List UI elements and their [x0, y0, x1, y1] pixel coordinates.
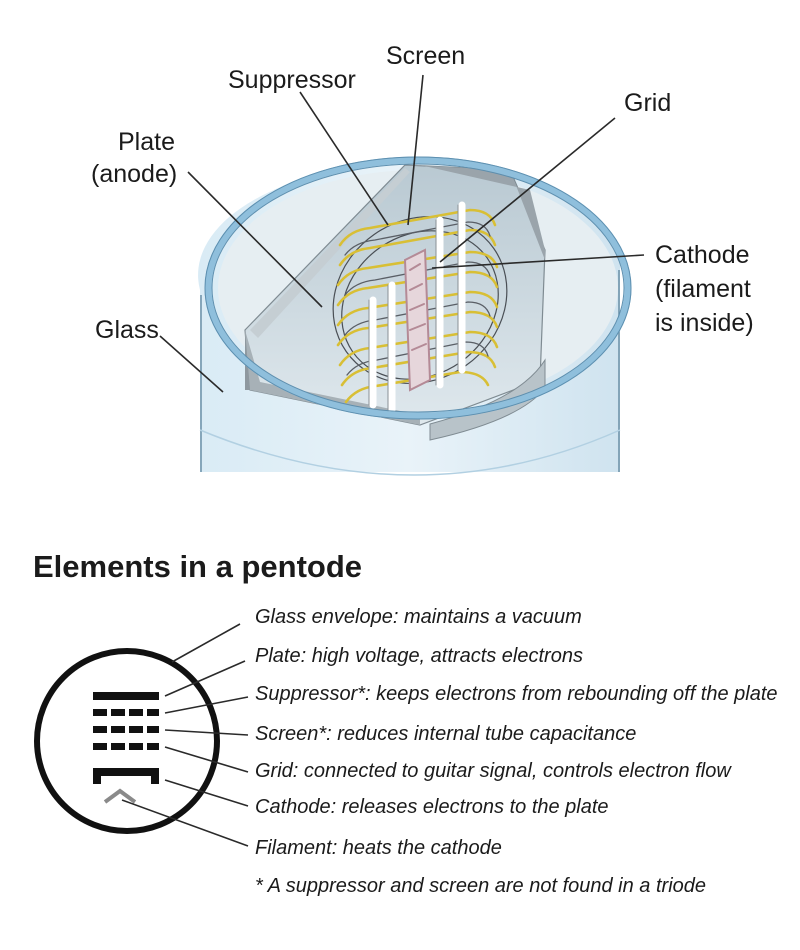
desc-screen: Screen*: reduces internal tube capacitan…: [255, 723, 636, 745]
desc-filament: Filament: heats the cathode: [255, 837, 502, 859]
label-plate-line1: Plate: [118, 128, 175, 156]
filament-chevron: [103, 788, 137, 804]
screen-dashes: [93, 726, 159, 733]
label-cathode-line2: (filament: [655, 275, 751, 303]
desc-grid: Grid: connected to guitar signal, contro…: [255, 760, 732, 782]
pentode-symbol: [34, 648, 220, 834]
desc-glass-envelope: Glass envelope: maintains a vacuum: [255, 606, 582, 628]
tube-illustration: [198, 156, 632, 476]
label-glass: Glass: [95, 316, 159, 344]
glass-rim: [204, 156, 632, 420]
label-screen: Screen: [386, 42, 465, 70]
label-grid: Grid: [624, 89, 671, 117]
tube-leaders: [159, 74, 645, 393]
envelope-circle: [34, 648, 220, 834]
grid-dashes: [93, 743, 159, 750]
schematic-leaders: [121, 623, 249, 847]
cathode-shape: [93, 768, 159, 784]
label-cathode-line1: Cathode: [655, 241, 750, 269]
label-plate-line2: (anode): [91, 160, 177, 188]
label-suppressor: Suppressor: [228, 66, 356, 94]
electrode-cage: [332, 201, 508, 414]
label-cathode-line3: is inside): [655, 309, 754, 337]
suppressor-dashes: [93, 709, 159, 716]
desc-suppressor: Suppressor*: keeps electrons from reboun…: [255, 683, 778, 705]
schematic-heading: Elements in a pentode: [33, 549, 362, 584]
footnote: * A suppressor and screen are not found …: [255, 875, 706, 897]
plate-bar: [93, 692, 159, 700]
desc-plate: Plate: high voltage, attracts electrons: [255, 645, 583, 667]
desc-cathode: Cathode: releases electrons to the plate: [255, 796, 609, 818]
